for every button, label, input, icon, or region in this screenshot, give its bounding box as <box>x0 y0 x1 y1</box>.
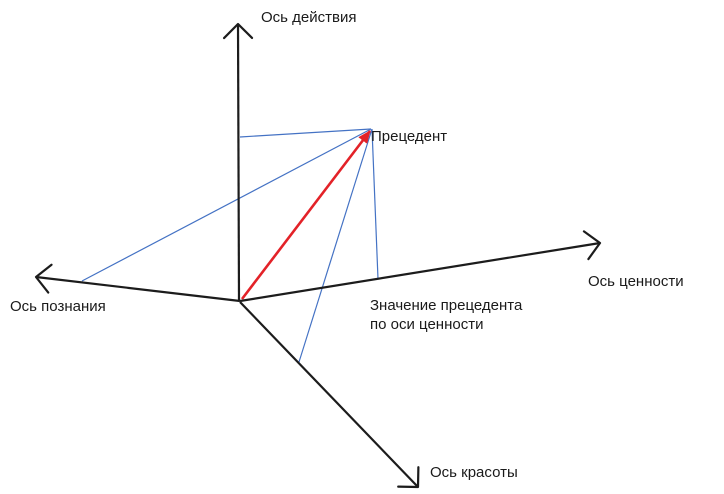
projection-line-cognition-axis <box>81 128 372 282</box>
annotation-line-1: Значение прецедента <box>370 297 523 314</box>
label-axis-action: Ось действия <box>261 9 357 26</box>
precedent-vector <box>240 130 372 300</box>
annotation-precedent-value: Значение прецедента по оси ценности <box>370 296 522 334</box>
value-axis-line <box>239 230 602 303</box>
projection-line-beauty-axis <box>298 128 373 363</box>
projection-line-action-axis <box>239 128 372 138</box>
action-axis-line <box>222 22 254 302</box>
label-axis-beauty: Ось красоты <box>430 464 518 481</box>
label-axis-cognition: Ось познания <box>10 298 106 315</box>
projection-line-value-axis <box>371 128 379 280</box>
beauty-axis-line <box>239 301 420 489</box>
annotation-line-2: по оси ценности <box>370 316 484 333</box>
label-axis-value: Ось ценности <box>588 273 684 290</box>
cognition-axis-line <box>34 263 241 303</box>
label-precedent-vector: Прецедент <box>371 128 448 145</box>
